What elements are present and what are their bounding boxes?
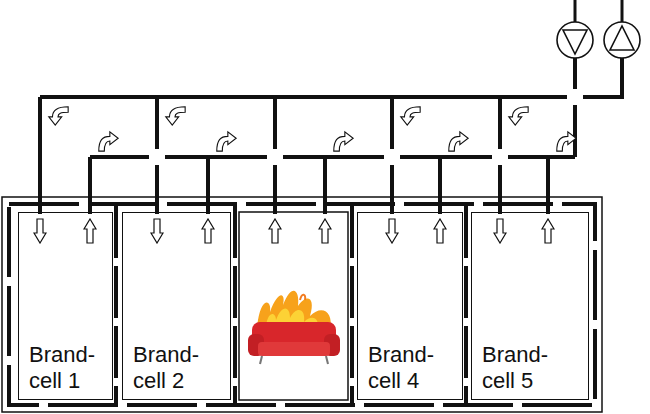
fire-cell-box: Brand- cell 1 [18,212,113,400]
cell-label: Brand- cell 4 [358,342,448,399]
return-duct [90,58,575,214]
duct-flow-arrows [49,107,576,151]
burning-sofa [248,291,340,364]
fans [557,0,640,58]
cell-flow-arrows [34,219,554,243]
fire-cell-outline [239,212,348,400]
cell-label: Brand- cell 2 [123,342,213,399]
supply-duct [40,58,622,214]
cell-label: Brand- cell 5 [472,342,562,399]
fire-cell-box: Brand- cell 2 [122,212,231,400]
fire-cell-box: Brand- cell 5 [471,212,589,400]
cell-label: Brand- cell 1 [19,342,109,399]
building-outline [2,197,602,412]
fire-cell-box: Brand- cell 4 [357,212,463,400]
